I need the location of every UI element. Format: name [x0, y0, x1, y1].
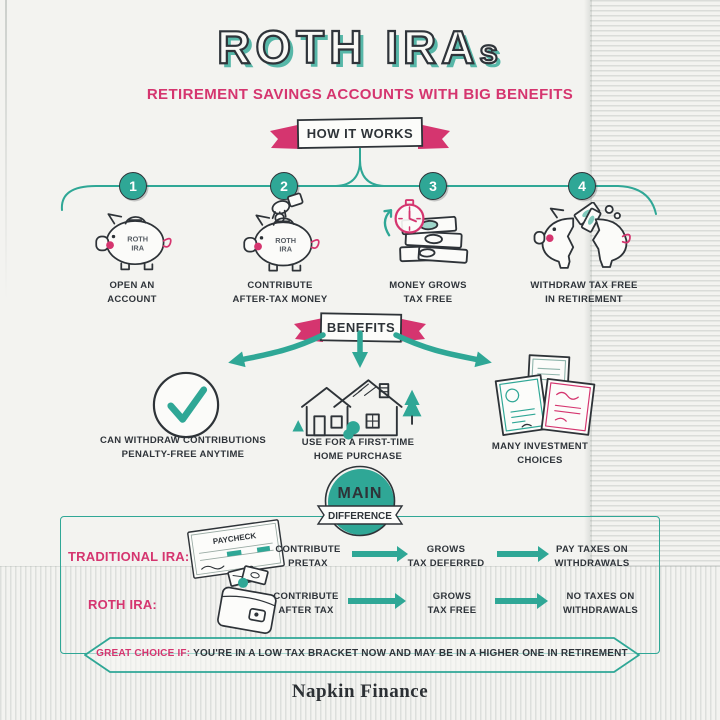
napkin-fold-edge	[584, 0, 592, 566]
row-label-traditional-ira: TRADITIONAL IRA:	[68, 549, 190, 564]
brand-footer: Napkin Finance	[291, 681, 429, 702]
paycheck-icon: PAYCHECK	[185, 516, 288, 583]
wallet-icon	[206, 560, 286, 646]
row-label-roth-ira: ROTH IRA:	[88, 597, 157, 612]
step-label: WITHDRAW TAX FREE IN RETIREMENT	[530, 280, 638, 305]
main-difference-badge-top: MAIN	[338, 485, 383, 502]
benefits-banner-label: BENEFITS	[327, 320, 395, 335]
row-step-label: GROWS TAX DEFERRED	[407, 544, 485, 569]
how-it-works-banner: HOW IT WORKS	[270, 117, 450, 149]
napkin-left-edge	[5, 0, 7, 300]
row-step-label: CONTRIBUTE AFTER TAX	[273, 591, 339, 616]
step-label: MONEY GROWS TAX FREE	[389, 280, 467, 305]
great-choice-label: GREAT CHOICE IF:	[96, 648, 191, 659]
step-label: CONTRIBUTE AFTER-TAX MONEY	[232, 280, 328, 305]
step-number-badge: 4	[568, 172, 596, 200]
benefit-label: MANY INVESTMENT CHOICES	[491, 441, 589, 466]
row-step-label: NO TAXES ON WITHDRAWALS	[562, 591, 639, 616]
piggy-bank-icon: ROTH IRA	[85, 206, 180, 274]
certificates-icon	[492, 354, 596, 438]
page-title: ROTH IRAs	[0, 21, 720, 73]
house-icon	[290, 367, 424, 441]
napkin-texture-right	[590, 0, 720, 568]
great-choice-statement: YOU'RE IN A LOW TAX BRACKET NOW AND MAY …	[193, 648, 628, 659]
step-number-badge: 3	[419, 172, 447, 200]
right-arrow	[495, 593, 548, 609]
row-step-label: GROWS TAX FREE	[427, 591, 477, 616]
money-stack-stopwatch-icon	[378, 198, 480, 280]
main-difference-badge-ribbon: DIFFERENCE	[328, 511, 392, 522]
benefit-label: CAN WITHDRAW CONTRIBUTIONS PENALTY-FREE …	[99, 435, 267, 460]
step-number-badge: 1	[119, 172, 147, 200]
broken-piggy-bank-icon	[530, 202, 638, 278]
steps-connector-line	[60, 148, 657, 215]
right-arrow	[348, 593, 406, 609]
step-label: OPEN AN ACCOUNT	[107, 280, 157, 305]
row-step-label: CONTRIBUTE PRETAX	[275, 544, 341, 569]
piggy-bank-deposit-icon: ROTH IRA	[233, 192, 328, 275]
svg-text:ROTH: ROTH	[275, 236, 296, 245]
row-step-label: PAY TAXES ON WITHDRAWALS	[554, 544, 630, 569]
benefit-label: USE FOR A FIRST-TIME HOME PURCHASE	[301, 437, 415, 462]
checkmark-circle-icon	[148, 367, 224, 443]
right-arrow	[352, 546, 408, 562]
svg-text:IRA: IRA	[279, 245, 292, 254]
main-difference-badge: MAIN DIFFERENCE	[316, 465, 404, 537]
great-choice-banner	[84, 637, 640, 673]
page-subtitle: RETIREMENT SAVINGS ACCOUNTS WITH BIG BEN…	[146, 86, 574, 103]
page-title-suffix: s	[478, 33, 503, 70]
svg-text:IRA: IRA	[131, 243, 144, 252]
how-it-works-banner-label: HOW IT WORKS	[307, 126, 413, 141]
great-choice-text: GREAT CHOICE IF: YOU'RE IN A LOW TAX BRA…	[92, 648, 632, 659]
page-title-main: ROTH IRA	[216, 21, 480, 73]
right-arrow	[497, 546, 549, 562]
benefits-arrows	[228, 330, 492, 368]
svg-text:ROTH: ROTH	[127, 235, 148, 244]
